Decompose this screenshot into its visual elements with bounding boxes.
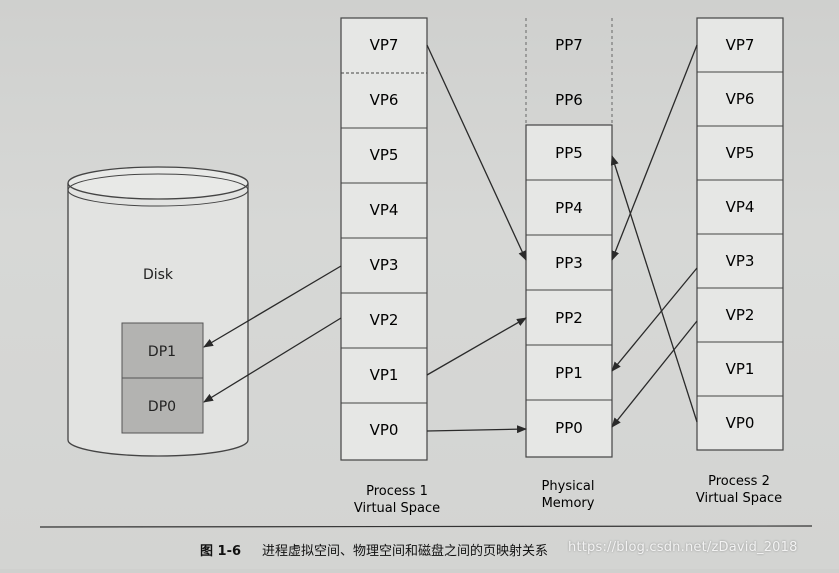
- process2-virtual-space: [696, 17, 784, 451]
- process2-page-vp5: VP5: [726, 144, 755, 162]
- process1-virtual-space: [340, 17, 428, 461]
- arrow-p1-vp1-to-pp2: [426, 317, 527, 376]
- mapping-arrows: [203, 44, 698, 434]
- process2-label-line1: Process 2: [708, 474, 770, 489]
- process2-page-vp6: VP6: [726, 90, 755, 108]
- process1-page-vp4: VP4: [370, 201, 399, 219]
- physical-page-pp3: PP3: [555, 254, 583, 272]
- figure-number: 图 1-6: [200, 544, 242, 559]
- process1-page-vp1: VP1: [370, 366, 399, 384]
- arrow-p1-vp7-to-pp3: [426, 44, 527, 261]
- physical-label-line1: Physical: [542, 479, 595, 494]
- disk-page-dp1-label: DP1: [148, 344, 176, 360]
- process1-page-vp5: VP5: [370, 146, 399, 164]
- disk-page-dp0-label: DP0: [148, 399, 176, 415]
- process2-page-vp1: VP1: [726, 360, 755, 378]
- physical-page-pp2: PP2: [555, 309, 583, 327]
- watermark: https://blog.csdn.net/zDavid_2018: [568, 540, 798, 555]
- process2-page-vp2: VP2: [726, 306, 755, 324]
- physical-page-pp1: PP1: [555, 364, 583, 382]
- process1-label-line1: Process 1: [366, 484, 428, 499]
- physical-page-pp0: PP0: [555, 419, 583, 437]
- arrow-p2-vp7-to-pp3: [611, 44, 698, 261]
- arrow-p2-vp0-to-pp5: [610, 155, 698, 423]
- physical-page-pp5: PP5: [555, 144, 583, 162]
- physical-page-pp7: PP7: [555, 36, 583, 54]
- arrow-p2-vp3-to-pp1: [611, 267, 698, 372]
- process1-page-vp6: VP6: [370, 91, 399, 109]
- process2-page-vp3: VP3: [726, 252, 755, 270]
- disk-label: Disk: [143, 267, 174, 283]
- disk-page-dp0: [121, 377, 204, 434]
- caption-rule: [39, 525, 813, 528]
- physical-memory: [525, 18, 613, 458]
- process1-page-vp7: VP7: [370, 36, 399, 54]
- physical-page-pp4: PP4: [555, 199, 583, 217]
- process1-page-vp3: VP3: [370, 256, 399, 274]
- physical-label-line2: Memory: [542, 496, 595, 511]
- process2-label-line2: Virtual Space: [696, 491, 782, 506]
- process2-page-vp7: VP7: [726, 36, 755, 54]
- process1-page-vp2: VP2: [370, 311, 399, 329]
- process1-label-line2: Virtual Space: [354, 501, 440, 516]
- process2-page-vp0: VP0: [726, 414, 755, 432]
- physical-page-pp6: PP6: [555, 91, 583, 109]
- arrow-p2-vp2-to-pp0: [611, 320, 698, 428]
- process1-page-vp0: VP0: [370, 421, 399, 439]
- arrow-p1-vp2-to-dp0: [203, 317, 342, 403]
- arrow-p1-vp3-to-dp1: [203, 265, 342, 348]
- figure-caption: 进程虚拟空间、物理空间和磁盘之间的页映射关系: [262, 544, 549, 559]
- disk-pages: DP1 DP0: [121, 322, 204, 434]
- arrow-p1-vp0-to-pp0: [426, 425, 527, 434]
- process2-page-vp4: VP4: [726, 198, 755, 216]
